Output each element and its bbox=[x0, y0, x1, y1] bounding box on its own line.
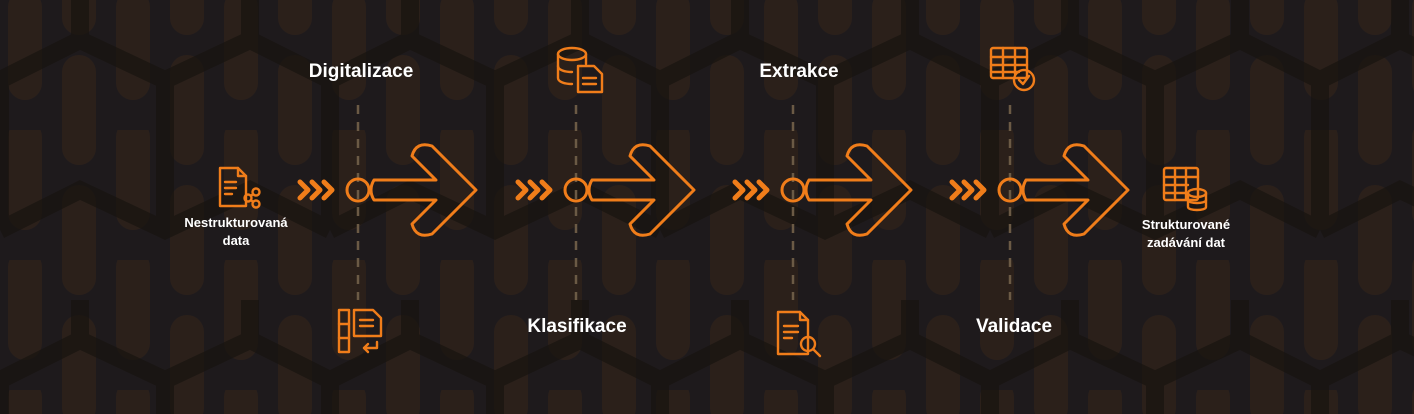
table-database-icon bbox=[1162, 166, 1208, 212]
document-share-icon bbox=[218, 166, 261, 209]
small-chevron-icon bbox=[973, 179, 987, 201]
flow-arrows bbox=[297, 143, 1130, 237]
start-label-line1: Nestrukturovaná bbox=[184, 215, 288, 230]
small-chevron-icon bbox=[539, 179, 553, 201]
big-arrow-icon bbox=[1021, 143, 1130, 237]
big-arrow-icon bbox=[587, 143, 696, 237]
small-chevron-icon bbox=[309, 179, 323, 201]
small-chevron-icon bbox=[949, 179, 963, 201]
flow-unit-digitalizace bbox=[297, 143, 478, 237]
small-chevron-icon bbox=[732, 179, 746, 201]
end-label-line2: zadávání dat bbox=[1146, 235, 1226, 250]
document-search-icon bbox=[776, 310, 822, 358]
small-chevron-icon bbox=[321, 179, 335, 201]
end-label: Strukturované zadávání dat bbox=[1142, 216, 1230, 252]
node-circle bbox=[780, 177, 806, 203]
flow-unit-validace bbox=[949, 143, 1130, 237]
node-circle bbox=[997, 177, 1023, 203]
big-arrow-icon bbox=[804, 143, 913, 237]
node-circle bbox=[563, 177, 589, 203]
end-label-line1: Strukturované bbox=[1141, 217, 1231, 232]
small-chevron-icon bbox=[527, 179, 541, 201]
start-label-line2: data bbox=[222, 233, 250, 248]
small-chevron-icon bbox=[515, 179, 529, 201]
database-document-icon bbox=[556, 46, 604, 94]
small-chevron-icon bbox=[744, 179, 758, 201]
stage-title-digitalizace: Digitalizace bbox=[308, 61, 414, 82]
start-label: Nestrukturovaná data bbox=[184, 214, 287, 250]
small-chevron-icon bbox=[961, 179, 975, 201]
stage-title-validace: Validace bbox=[975, 316, 1053, 337]
node-circle bbox=[345, 177, 371, 203]
big-arrow-icon bbox=[369, 143, 478, 237]
table-check-icon bbox=[989, 46, 1036, 92]
flow-unit-klasifikace bbox=[515, 143, 696, 237]
flow-unit-extrakce bbox=[732, 143, 913, 237]
document-return-icon bbox=[337, 308, 383, 354]
small-chevron-icon bbox=[297, 179, 311, 201]
stage-title-klasifikace: Klasifikace bbox=[527, 316, 627, 337]
stage-title-extrakce: Extrakce bbox=[759, 61, 839, 82]
small-chevron-icon bbox=[756, 179, 770, 201]
